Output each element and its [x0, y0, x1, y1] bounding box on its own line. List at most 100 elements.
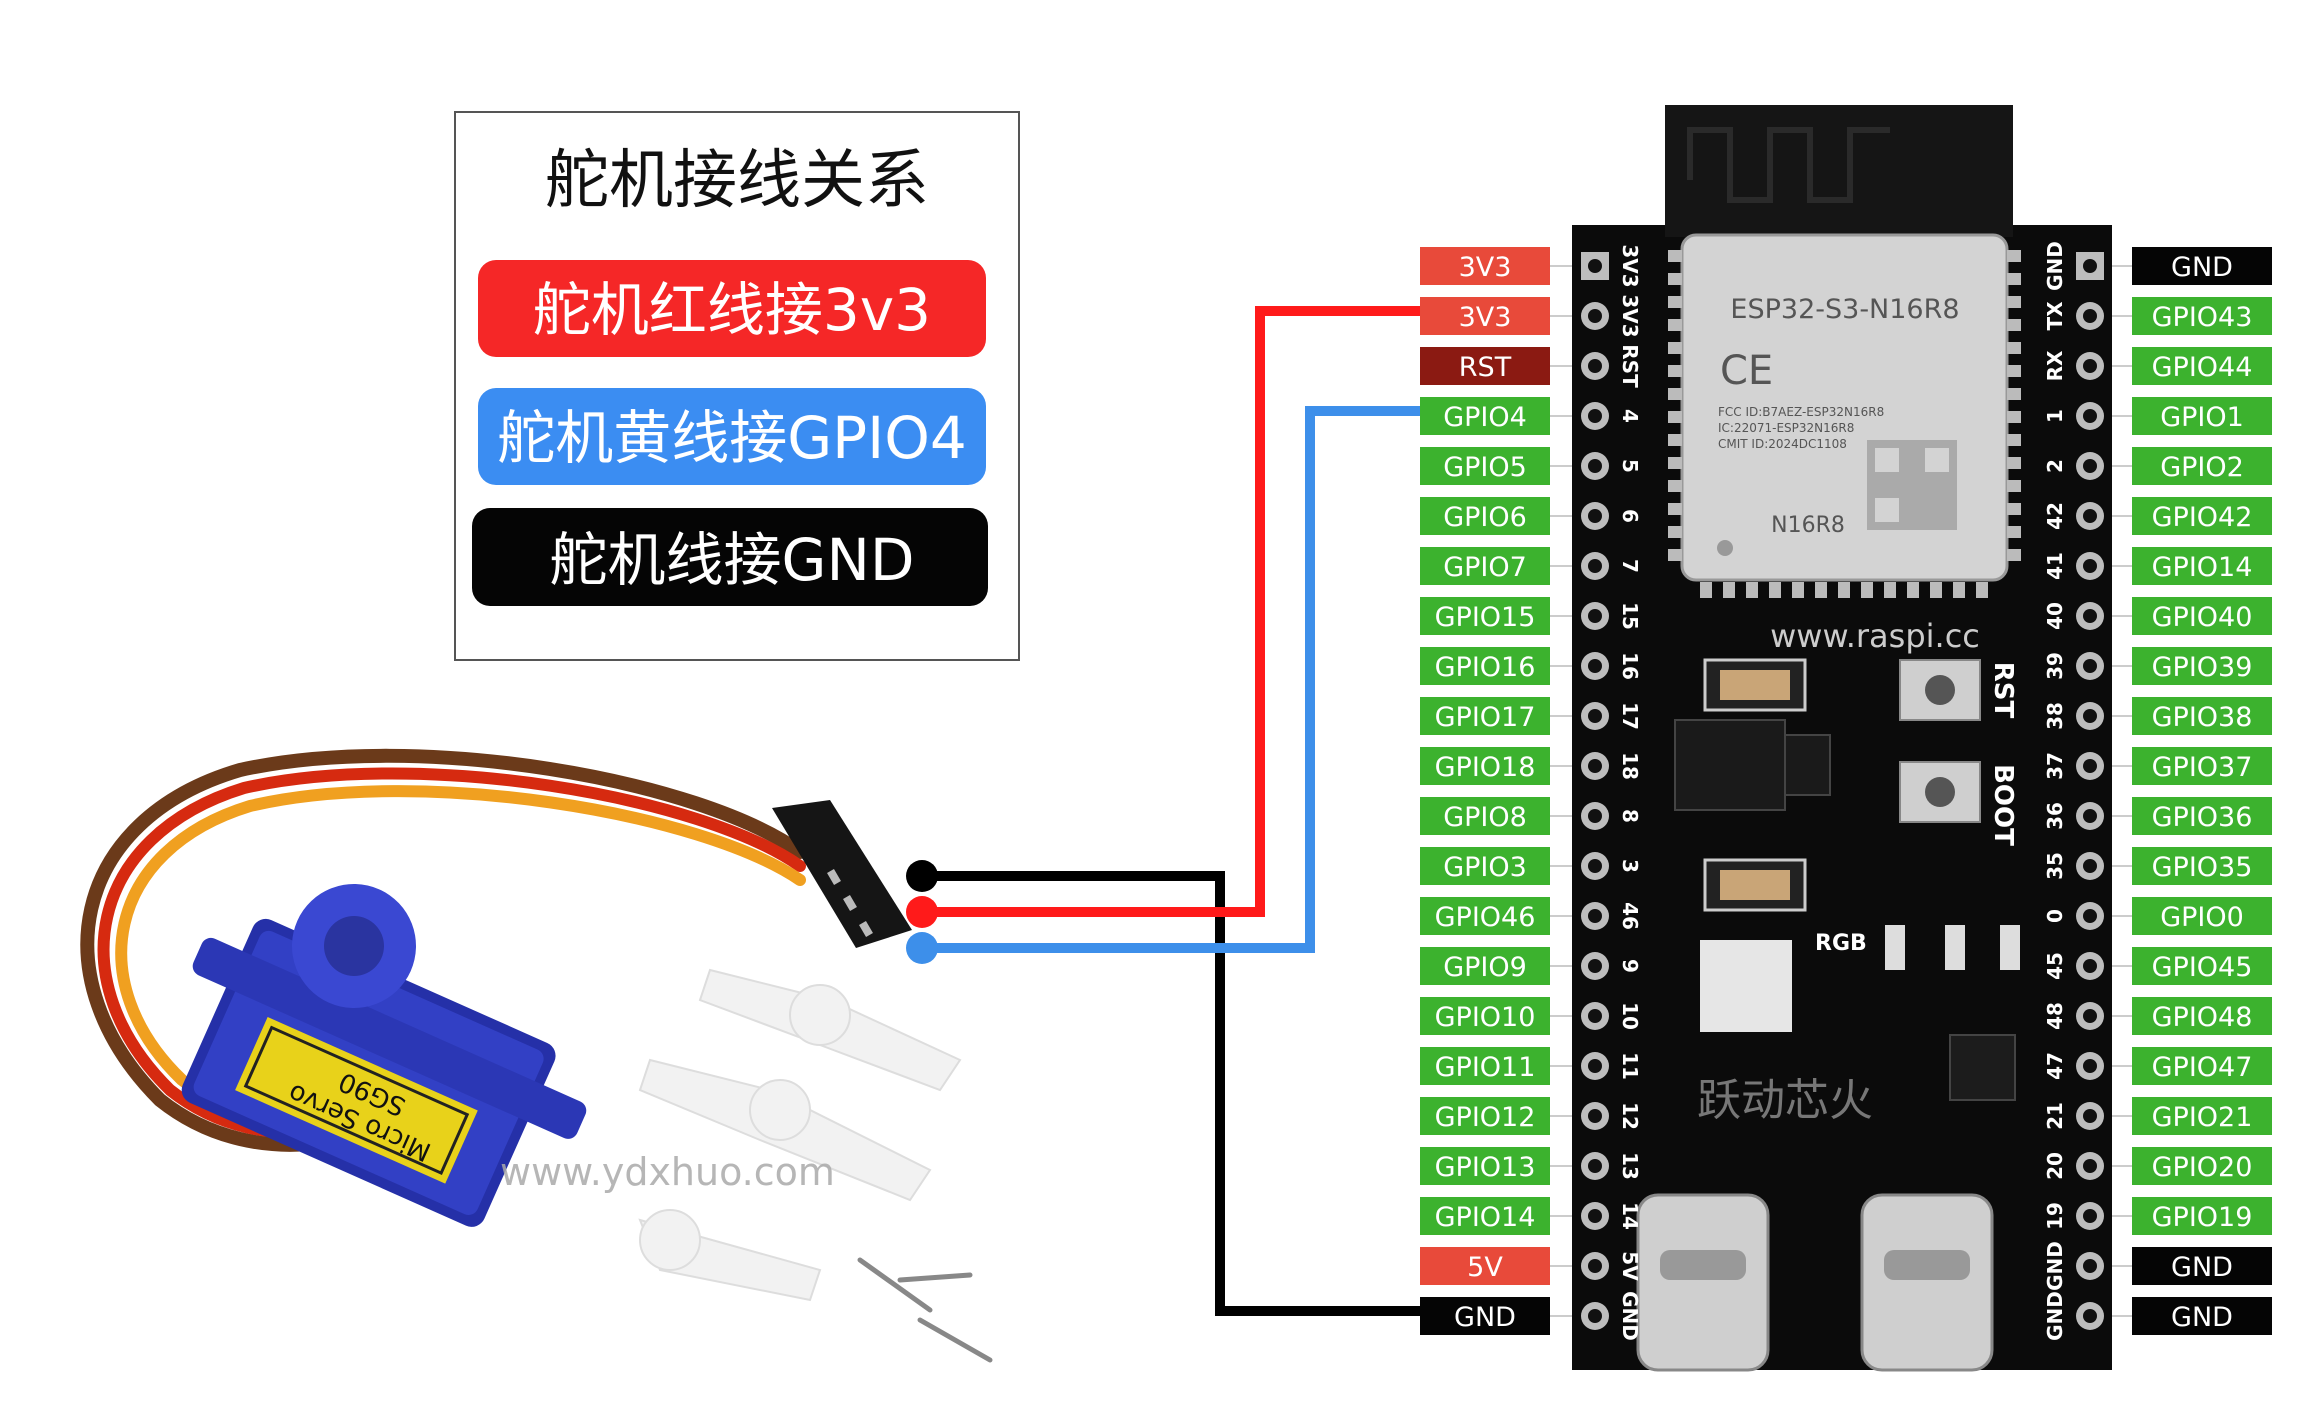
left-pin-21: GND	[1420, 1297, 1572, 1335]
fcc-line-2: IC:22071-ESP32N16R8	[1718, 421, 1854, 435]
right-pin-bg	[2132, 1297, 2272, 1335]
right-pin-label: GPIO47	[2152, 1052, 2253, 1083]
right-pin-bg	[2132, 597, 2272, 635]
right-header-number: 48	[2043, 1002, 2067, 1030]
left-header-number: 14	[1618, 1202, 1642, 1230]
right-pin-labels: GNDGPIO43GPIO44GPIO1GPIO2GPIO42GPIO14GPI…	[2112, 247, 2272, 1335]
right-pin-label: GPIO36	[2152, 802, 2253, 833]
wire-3v3	[922, 306, 1420, 917]
left-pin-bg	[1420, 247, 1550, 285]
right-pin-3: GPIO1	[2112, 397, 2272, 435]
left-header-hole-8: 16	[1581, 652, 1642, 680]
esp32-board: ESP32-S3-N16R8 CE FCC ID:B7AEZ-ESP32N16R…	[1572, 105, 2112, 1372]
left-pin-label: GPIO4	[1443, 402, 1527, 433]
right-header-number: 2	[2043, 459, 2067, 473]
left-header-hole-6: 7	[1581, 552, 1642, 580]
right-header-hole-10: 37	[2043, 752, 2104, 780]
right-pin-bg	[2132, 947, 2272, 985]
legend-item-black-text: 舵机线接GND	[550, 526, 915, 594]
right-header-number: RX	[2043, 350, 2067, 381]
fcc-line-1: FCC ID:B7AEZ-ESP32N16R8	[1718, 405, 1884, 419]
right-pin-bg	[2132, 647, 2272, 685]
left-header-hole-1: 3V3	[1581, 294, 1642, 338]
right-pin-label: GPIO0	[2160, 902, 2244, 933]
left-pin-5: GPIO6	[1420, 497, 1572, 535]
right-pin-bg	[2132, 397, 2272, 435]
right-pin-bg	[2132, 1147, 2272, 1185]
right-pin-bg	[2132, 497, 2272, 535]
right-pin-label: GPIO38	[2152, 702, 2253, 733]
left-header-number: 10	[1618, 1002, 1642, 1030]
right-header-number: 20	[2043, 1152, 2067, 1180]
wire-end-3v3	[906, 896, 938, 928]
right-header-hole-6: 41	[2043, 552, 2104, 580]
right-pin-14: GPIO45	[2112, 947, 2272, 985]
right-pin-bg	[2132, 747, 2272, 785]
left-header-hole-5: 6	[1581, 502, 1642, 530]
left-pin-label: 3V3	[1459, 252, 1512, 283]
left-pin-bg	[1420, 447, 1550, 485]
left-header-hole-10: 18	[1581, 752, 1642, 780]
right-pin-bg	[2132, 897, 2272, 935]
servo-illustration: Micro Servo SG90 www.ydxhuo.com	[80, 748, 993, 1363]
right-header-number: GND	[2043, 1241, 2067, 1291]
right-pin-label: GND	[2171, 1302, 2233, 1333]
left-header-number: 12	[1618, 1102, 1642, 1130]
left-pin-bg	[1420, 747, 1550, 785]
right-pin-bg	[2132, 797, 2272, 835]
left-header-hole-19: 14	[1581, 1202, 1642, 1230]
connection-wires	[906, 306, 1420, 1316]
rst-silk: RST	[1988, 662, 2018, 719]
left-pin-bg	[1420, 797, 1550, 835]
left-header-hole-3: 4	[1581, 402, 1642, 430]
right-pin-bg	[2132, 1047, 2272, 1085]
right-pin-10: GPIO37	[2112, 747, 2272, 785]
left-pin-label: GPIO18	[1435, 752, 1536, 783]
right-header-hole-4: 2	[2043, 452, 2104, 480]
right-pin-20: GND	[2112, 1247, 2272, 1285]
right-pin-4: GPIO2	[2112, 447, 2272, 485]
left-header-hole-0: 3V3	[1581, 244, 1642, 288]
right-pin-bg	[2132, 847, 2272, 885]
board-header-left: 3V33V3RST4567151617188346910111213145VGN…	[1581, 244, 1642, 1341]
usb-c-port-2[interactable]	[1860, 1193, 1994, 1372]
right-header-number: 38	[2043, 702, 2067, 730]
right-header-hole-8: 39	[2043, 652, 2104, 680]
left-header-hole-2: RST	[1581, 344, 1642, 388]
right-pin-bg	[2132, 297, 2272, 335]
wire-end-gpio4	[906, 932, 938, 964]
right-pin-bg	[2132, 347, 2272, 385]
left-header-number: RST	[1618, 344, 1642, 388]
left-header-hole-7: 15	[1581, 602, 1642, 630]
left-pin-label: GPIO16	[1435, 652, 1536, 683]
left-pin-label: GPIO9	[1443, 952, 1527, 983]
right-pin-label: GPIO43	[2152, 302, 2253, 333]
left-header-hole-4: 5	[1581, 452, 1642, 480]
right-header-hole-3: 1	[2043, 402, 2104, 430]
left-pin-label: GPIO13	[1435, 1152, 1536, 1183]
right-pin-6: GPIO14	[2112, 547, 2272, 585]
right-pin-18: GPIO20	[2112, 1147, 2272, 1185]
left-pin-20: 5V	[1420, 1247, 1572, 1285]
usb-c-port-1[interactable]	[1636, 1193, 1770, 1372]
left-pin-bg	[1420, 1247, 1550, 1285]
right-header-hole-21: GND	[2043, 1291, 2104, 1341]
left-pin-11: GPIO8	[1420, 797, 1572, 835]
servo-horns	[638, 968, 962, 1302]
legend-box: 舵机接线关系 舵机红线接3v3 舵机黄线接GPIO4 舵机线接GND	[454, 111, 1020, 661]
left-pin-label: GND	[1454, 1302, 1516, 1333]
right-header-hole-2: RX	[2043, 350, 2104, 381]
servo-connector	[772, 800, 912, 948]
left-pin-label: GPIO8	[1443, 802, 1527, 833]
legend-item-blue: 舵机黄线接GPIO4	[478, 388, 986, 485]
left-pin-bg	[1420, 347, 1550, 385]
left-pin-13: GPIO46	[1420, 897, 1572, 935]
left-pin-label: 5V	[1467, 1252, 1503, 1283]
chip-label: N16R8	[1771, 513, 1845, 538]
left-pin-label: GPIO46	[1435, 902, 1536, 933]
right-header-hole-9: 38	[2043, 702, 2104, 730]
right-pin-label: GND	[2171, 252, 2233, 283]
left-header-hole-20: 5V	[1581, 1251, 1642, 1281]
ce-mark: CE	[1720, 348, 1773, 394]
